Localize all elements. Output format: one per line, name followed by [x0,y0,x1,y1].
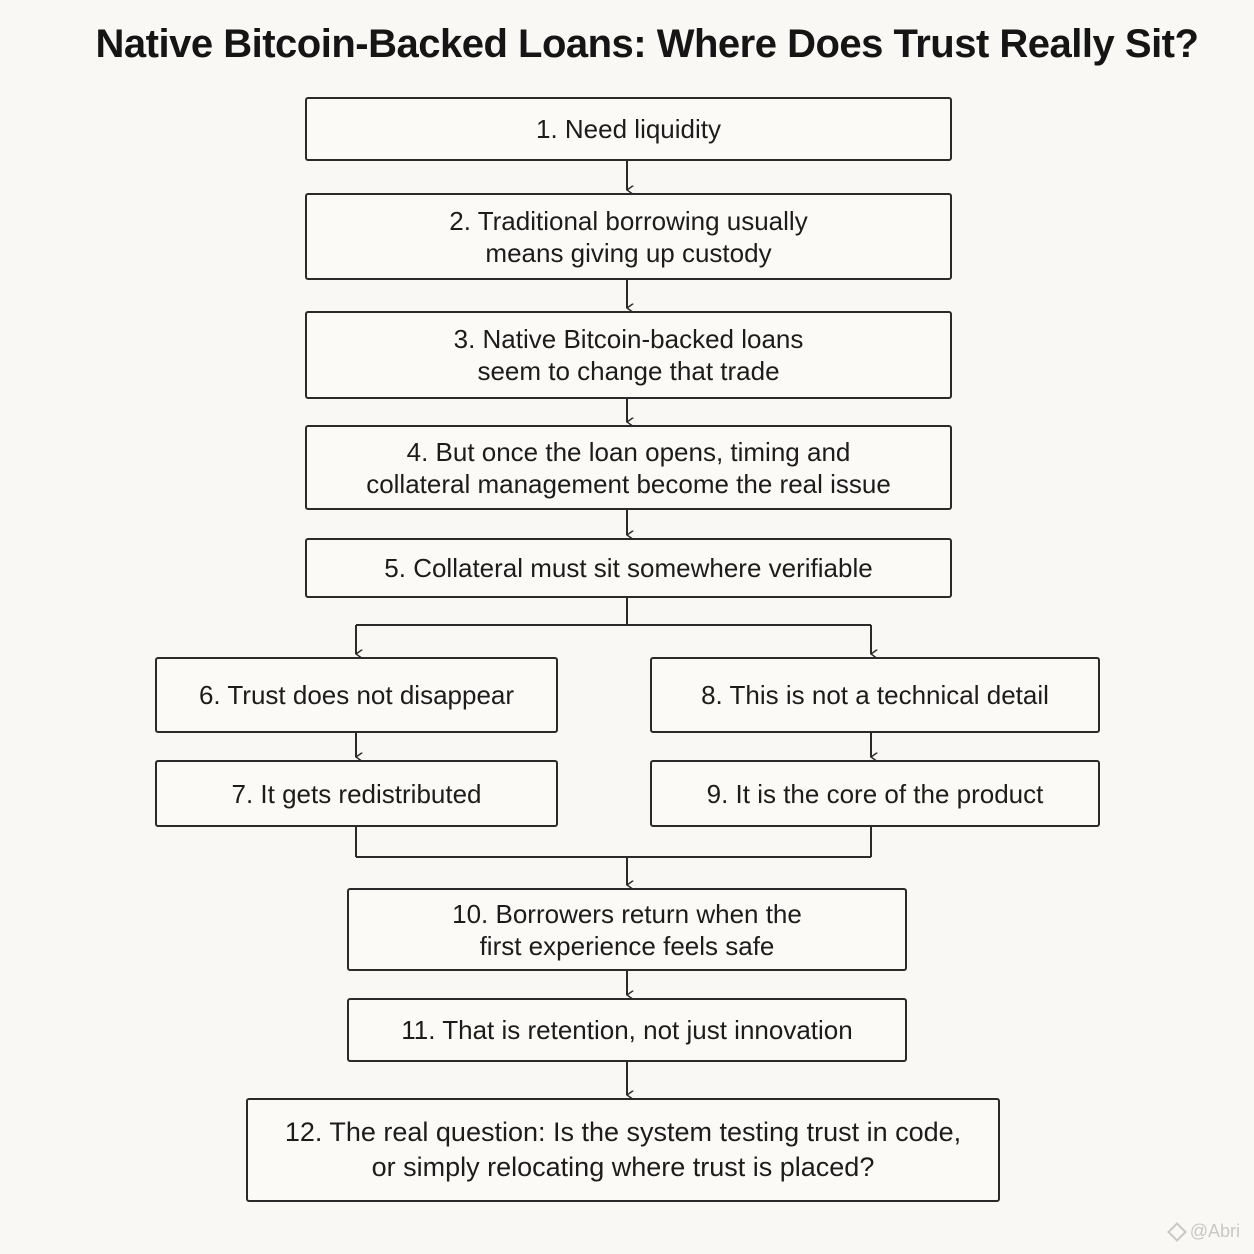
step-3-line-1: 3. Native Bitcoin-backed loans [453,324,804,354]
step-1: 1. Need liquidity [305,97,952,161]
step-11-line-1: 11. That is retention, not just innovati… [401,1015,853,1045]
step-6-line-1: 6. Trust does not disappear [198,680,515,710]
step-5-line-1: 5. Collateral must sit somewhere verifia… [384,553,873,583]
watermark-text: @Abri [1189,1221,1240,1241]
step-3: 3. Native Bitcoin-backed loans seem to c… [305,311,952,399]
step-2-line-2: means giving up custody [485,237,772,268]
step-12: 12. The real question: Is the system tes… [246,1098,1000,1202]
binance-diamond-icon [1166,1221,1187,1242]
step-4-line-1: 4. But once the loan opens, timing and [406,436,851,467]
step-12-line-2: or simply relocating where trust is plac… [371,1152,875,1182]
step-1-line-1: 1. Need liquidity [536,114,721,144]
step-4: 4. But once the loan opens, timing and c… [305,425,952,510]
step-8-line-1: 8. This is not a technical detail [701,680,1049,710]
step-5: 5. Collateral must sit somewhere verifia… [305,538,952,598]
step-9: 9. It is the core of the product [650,760,1100,827]
step-11: 11. That is retention, not just innovati… [347,998,907,1062]
step-3-line-2: seem to change that trade [477,356,780,386]
watermark: @Abri [1166,1221,1240,1242]
step-10-line-1: 10. Borrowers return when the [452,898,802,929]
diagram-title: Native Bitcoin-Backed Loans: Where Does … [95,22,1199,66]
step-10-line-2: first experience feels safe [479,930,775,961]
step-6: 6. Trust does not disappear [155,657,558,733]
step-10: 10. Borrowers return when the first expe… [347,888,907,971]
step-7-line-1: 7. It gets redistributed [231,778,482,809]
step-12-line-1: 12. The real question: Is the system tes… [284,1117,962,1147]
step-4-line-2: collateral management become the real is… [366,468,891,499]
step-7: 7. It gets redistributed [155,760,558,827]
step-9-line-1: 9. It is the core of the product [706,778,1044,809]
step-2: 2. Traditional borrowing usually means g… [305,193,952,280]
step-2-line-1: 2. Traditional borrowing usually [449,205,808,236]
step-8: 8. This is not a technical detail [650,657,1100,733]
